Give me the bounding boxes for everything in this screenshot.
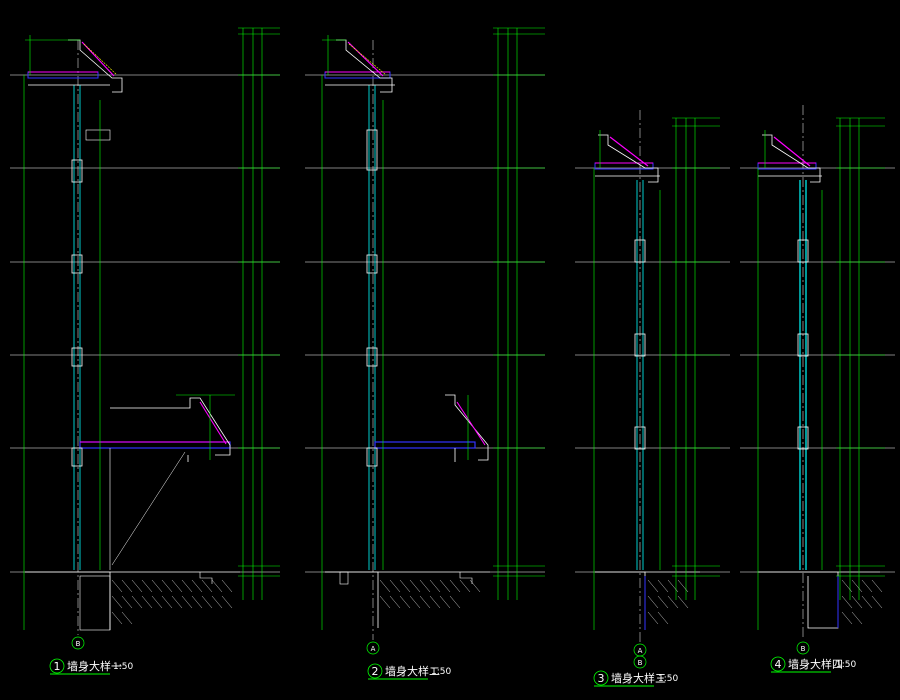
detail-title-4: 4 墙身大样四 1:50 [770,656,856,673]
detail-2-elevation-dims [497,28,518,600]
grid-bubble-4: B [796,641,810,655]
detail-title-text-1: 墙身大样一 [67,659,122,673]
floor-lines [10,74,895,573]
detail-title-text-3: 墙身大样三 [611,671,666,685]
grid-label-4: B [801,645,806,653]
detail-number-1: 1 [54,660,61,673]
grid-label-3-bottom: B [638,659,643,667]
detail-title-3: 3 墙身大样三 1:50 [593,670,678,687]
grid-bubble-1: B [71,636,85,650]
detail-title-2: 2 墙身大样二 1:50 [367,663,451,680]
detail-scale-4: 1:50 [836,660,856,670]
detail-title-text-2: 墙身大样二 [385,664,440,678]
detail-number-3: 3 [598,672,605,685]
detail-2-section [321,27,545,640]
detail-4-section [757,105,885,640]
detail-scale-1: 1:50 [113,662,133,672]
detail-scale-3: 1:50 [658,674,678,684]
detail-number-4: 4 [775,658,782,671]
detail-4-elevation-dims [839,118,860,600]
grid-label-1: B [76,640,81,648]
detail-scale-2: 1:50 [431,667,451,677]
detail-1-section [23,27,280,635]
detail-3-elevation-dims [675,118,696,600]
grid-bubble-2: A [366,641,380,655]
detail-3-section [593,110,720,645]
grid-bubble-3: A B [633,643,647,669]
detail-title-text-4: 墙身大样四 [788,657,843,671]
detail-number-2: 2 [372,665,379,678]
detail-1-elevation-dims [242,28,263,600]
grid-label-2: A [371,645,376,653]
grid-label-3-top: A [638,647,643,655]
detail-title-1: 1 墙身大样一 1:50 [49,658,133,675]
